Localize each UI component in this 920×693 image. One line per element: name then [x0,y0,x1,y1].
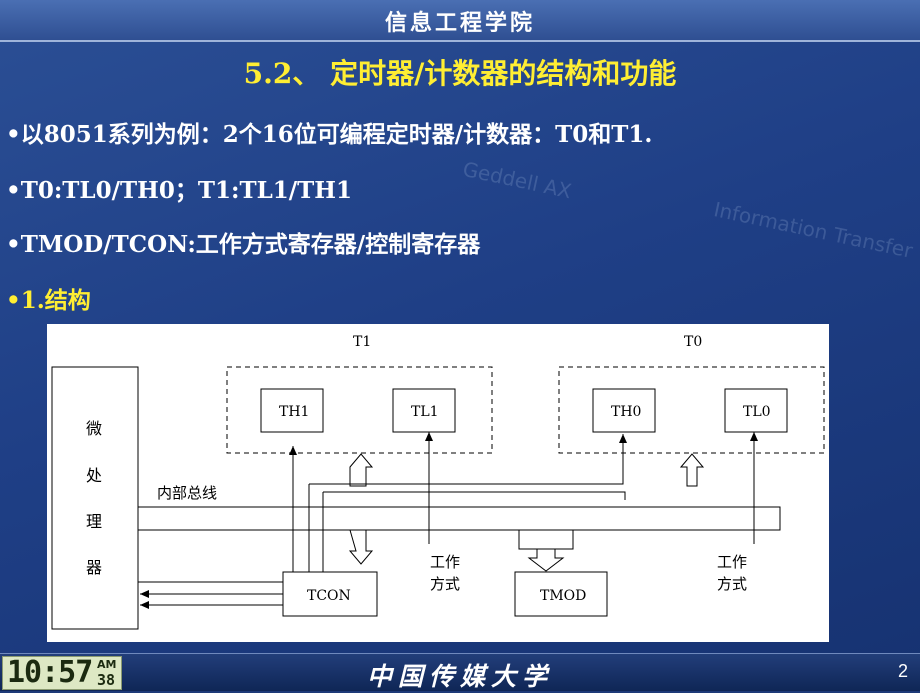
header-title: 信息工程学院 [384,11,535,36]
tmod-register [514,571,608,617]
tl1-register [392,388,456,433]
clock-seconds: 38 [97,671,116,689]
th0-register [592,388,656,433]
diagram-svg: T1 T0 TH1 TL1 TH0 TL0 微 处 理 器 内部总线 TCON … [51,334,825,630]
tmod-bus-arrow [527,548,565,572]
tmod-bus-branch [518,530,574,550]
cpu-box [51,366,139,630]
bullet-1: •以8051系列为例：2个16位可编程定时器/计数器：T0和T1. [6,121,653,148]
mode-label-2-line2: 方式 [717,575,747,593]
mode-label-2-line1: 工作 [717,553,747,571]
th0-label: TH0 [611,404,641,420]
cpu-char-2: 处 [86,466,102,485]
bullet-3: •TMOD/TCON:工作方式寄存器/控制寄存器 [6,231,481,258]
tcon-to-th0-line [309,434,627,485]
t0-group-box [558,366,825,454]
bullet-2: •T0:TL0/TH0；T1:TL1/TH1 [6,177,352,204]
clock-ampm: AM [97,658,117,671]
internal-bus [138,506,781,531]
t1-label: T1 [353,334,371,350]
t1-bus-arrow-up [349,453,374,487]
tl1-label: TL1 [411,404,439,420]
t0-label: T0 [684,334,702,350]
slide-title: 5.2、 定时器/计数器的结构和功能 [243,57,677,90]
cpu-char-3: 理 [86,512,102,531]
bullet-4: •1.结构 [6,287,91,314]
clock-time: 10:57 [7,655,93,690]
timer-structure-diagram: T1 T0 TH1 TL1 TH0 TL0 微 处 理 器 内部总线 TCON … [47,324,829,642]
cpu-char-4: 器 [86,558,102,577]
bus-label: 内部总线 [157,484,217,502]
t1-group-box [226,366,493,454]
footer-bar [0,653,920,691]
tcon-register [282,571,378,617]
header-bar [0,0,920,42]
cpu-char-1: 微 [86,419,102,438]
university-logo-text: 中国传媒大学 [366,662,553,691]
t0-bus-arrow-up [679,453,705,487]
tcon-label: TCON [307,588,351,604]
th1-label: TH1 [279,404,309,420]
tmod-label: TMOD [540,588,586,604]
mode-label-1-line1: 工作 [430,553,460,571]
th1-register [260,388,324,433]
tl0-label: TL0 [743,404,771,420]
page-number: 2 [897,661,908,681]
t1-bus-arrow-down [348,529,374,565]
clock-widget: 10:57 AM 38 [2,655,122,690]
tcon-bus-line [323,491,626,500]
mode-label-1-line2: 方式 [430,575,460,593]
